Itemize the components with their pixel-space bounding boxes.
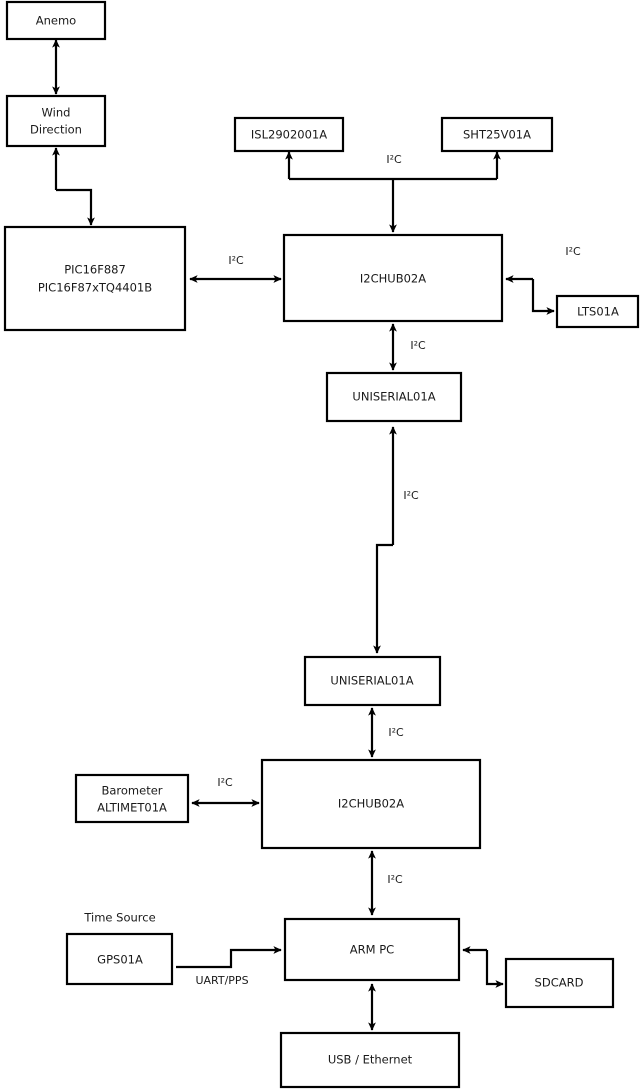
node-isl2902001a-label: ISL2902001A [251,128,327,142]
edge-hubtop-sensors: I²C [285,151,501,233]
edge-label-i2c-hub-uniserial: I²C [410,339,426,352]
node-lts01a[interactable]: LTS01A [555,294,640,329]
edge-uniserial-uniserial: I²C [373,426,419,654]
edge-gps-arm: UART/PPS [176,946,282,987]
node-isl2902001a[interactable]: ISL2902001A [233,116,345,153]
node-i2chub02a-top[interactable]: I2CHUB02A [282,233,504,323]
edge-label-i2c-hub-sensors: I²C [386,153,402,166]
node-usb-ethernet-label: USB / Ethernet [328,1053,413,1067]
node-lts01a-label: LTS01A [577,305,619,319]
node-i2chub02a-bottom-label: I2CHUB02A [338,797,404,811]
node-i2chub02a-bottom[interactable]: I2CHUB02A [260,758,482,850]
edge-label-i2c-hub-arm: I²C [387,873,403,886]
edge-wind-pic [52,147,95,226]
node-wind-direction-label-line2: Direction [30,123,82,137]
node-gps01a[interactable]: GPS01A [65,932,174,986]
edge-arm-sdcard [462,946,504,988]
node-anemo[interactable]: Anemo [5,0,107,41]
node-barometer-label-line1: Barometer [101,784,162,798]
node-usb-ethernet[interactable]: USB / Ethernet [279,1031,461,1089]
node-uniserial01a-top[interactable]: UNISERIAL01A [325,371,463,423]
node-pic16f887-label-line2: PIC16F87xTQ4401B [38,281,152,295]
node-arm-pc[interactable]: ARM PC [283,917,461,982]
edge-hubbot-arm: I²C [368,850,403,916]
node-uniserial01a-bottom-label: UNISERIAL01A [330,674,413,688]
node-wind-direction-label-line1: Wind [42,106,71,120]
node-uniserial01a-top-label: UNISERIAL01A [352,390,435,404]
edge-label-i2c-barometer-hub: I²C [217,776,233,789]
edge-label-i2c-pic-hub: I²C [228,254,244,267]
edge-label-i2c-uniserial-hub: I²C [388,726,404,739]
node-wind-direction[interactable]: Wind Direction [5,94,107,148]
edge-label-i2c-hub-lts: I²C [565,245,581,258]
node-sht25v01a[interactable]: SHT25V01A [440,116,554,153]
edge-uniserialbot-hubbot: I²C [368,707,404,758]
node-sdcard[interactable]: SDCARD [504,957,615,1009]
node-sht25v01a-label: SHT25V01A [463,128,531,142]
node-i2chub02a-top-label: I2CHUB02A [360,272,426,286]
node-uniserial01a-bottom[interactable]: UNISERIAL01A [303,655,442,707]
edge-label-uart-pps: UART/PPS [195,974,248,987]
node-pic16f887-label-line1: PIC16F887 [64,263,126,277]
node-anemo-label: Anemo [36,14,76,28]
node-gps01a-label: GPS01A [97,953,143,967]
node-pic16f887[interactable]: PIC16F887 PIC16F87xTQ4401B [3,225,187,332]
edge-barometer-hubbot: I²C [191,776,260,807]
label-time-source: Time Source [83,911,155,925]
node-arm-pc-label: ARM PC [350,943,394,957]
node-barometer-altimet01a[interactable]: Barometer ALTIMET01A [74,773,190,824]
edge-label-i2c-uniserial-link: I²C [403,489,419,502]
edge-hubtop-lts: I²C [505,245,581,315]
edge-pic-hubtop: I²C [189,254,282,283]
node-barometer-label-line2: ALTIMET01A [97,801,167,815]
node-sdcard-label: SDCARD [535,976,584,990]
edge-hubtop-uniserialtop: I²C [389,323,426,371]
